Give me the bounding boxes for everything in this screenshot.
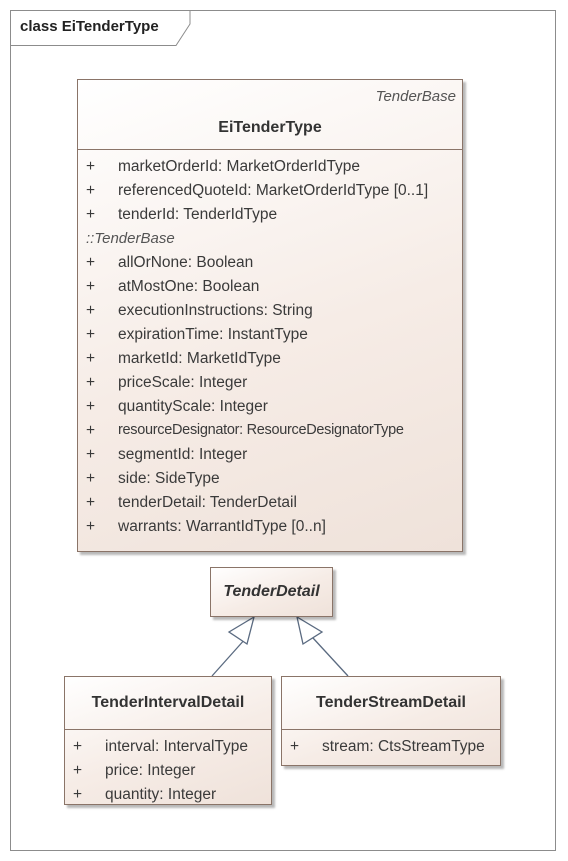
attribute-row[interactable]: + quantityScale: Integer (78, 395, 462, 419)
attribute-row[interactable]: + segmentId: Integer (78, 443, 462, 467)
attribute-row[interactable]: + executionInstructions: String (78, 299, 462, 323)
attribute-row[interactable]: + resourceDesignator: ResourceDesignatorT… (78, 419, 462, 443)
visibility-marker: + (86, 446, 96, 463)
class-header: TenderIntervalDetail (65, 677, 271, 730)
attribute-row[interactable]: + stream: CtsStreamType (282, 735, 500, 759)
attribute-row[interactable]: + marketOrderId: MarketOrderIdType (78, 155, 462, 179)
attribute-text: referencedQuoteId: MarketOrderIdType [0.… (118, 182, 429, 199)
visibility-marker: + (73, 738, 83, 755)
class-name: TenderIntervalDetail (91, 694, 245, 711)
attribute-text: side: SideType (118, 470, 220, 487)
attribute-text: quantity: Integer (105, 786, 217, 803)
attribute-text: stream: CtsStreamType (322, 738, 485, 755)
attribute-text: priceScale: Integer (118, 374, 248, 391)
attribute-row[interactable]: + marketId: MarketIdType (78, 347, 462, 371)
attribute-text: atMostOne: Boolean (118, 278, 260, 295)
diagram-frame (10, 10, 556, 851)
class-tender-interval-detail[interactable]: TenderIntervalDetail + interval: Interval… (64, 676, 272, 805)
class-name: TenderDetail (223, 583, 320, 600)
visibility-marker: + (86, 518, 96, 535)
inherited-section-label: ::TenderBase (86, 230, 175, 247)
visibility-marker: + (86, 350, 96, 367)
generalization-line-stream[interactable] (312, 637, 349, 677)
visibility-marker: + (86, 398, 96, 415)
attribute-row[interactable]: + tenderId: TenderIdType (78, 203, 462, 227)
attribute-row[interactable]: + quantity: Integer (65, 783, 271, 807)
attribute-text: warrants: WarrantIdType [0..n] (118, 518, 326, 535)
attribute-text: resourceDesignator: ResourceDesignatorTy… (118, 422, 404, 438)
attribute-text: quantityScale: Integer (118, 398, 268, 415)
attribute-row[interactable]: + allOrNone: Boolean (78, 251, 462, 275)
visibility-marker: + (73, 786, 83, 803)
class-name: EiTenderType (218, 119, 322, 136)
attribute-text: executionInstructions: String (118, 302, 313, 319)
visibility-marker: + (290, 738, 300, 755)
attribute-row[interactable]: + expirationTime: InstantType (78, 323, 462, 347)
attribute-compartment: + stream: CtsStreamType (282, 730, 500, 759)
attribute-text: tenderDetail: TenderDetail (118, 494, 297, 511)
attribute-text: interval: IntervalType (105, 738, 249, 755)
visibility-marker: + (86, 278, 96, 295)
visibility-marker: + (73, 762, 83, 779)
attribute-text: expirationTime: InstantType (118, 326, 308, 343)
visibility-marker: + (86, 206, 96, 223)
visibility-marker: + (86, 158, 96, 175)
frame-title-tab (10, 10, 200, 46)
visibility-marker: + (86, 470, 96, 487)
class-tender-detail[interactable]: TenderDetail (210, 567, 333, 617)
attribute-row[interactable]: + warrants: WarrantIdType [0..n] (78, 515, 462, 539)
visibility-marker: + (86, 326, 96, 343)
frame-title: class EiTenderType (20, 18, 159, 35)
attribute-row[interactable]: + atMostOne: Boolean (78, 275, 462, 299)
visibility-marker: + (86, 182, 96, 199)
attribute-text: price: Integer (105, 762, 196, 779)
attribute-row[interactable]: + price: Integer (65, 759, 271, 783)
attribute-row[interactable]: + tenderDetail: TenderDetail (78, 491, 462, 515)
attribute-text: marketOrderId: MarketOrderIdType (118, 158, 361, 175)
attribute-row[interactable]: + interval: IntervalType (65, 735, 271, 759)
stereotype-label: TenderBase (375, 88, 456, 105)
attribute-text: segmentId: Integer (118, 446, 248, 463)
class-tender-stream-detail[interactable]: TenderStreamDetail + stream: CtsStreamTyp… (281, 676, 501, 766)
generalization-arrowhead-stream (296, 615, 324, 646)
visibility-marker: + (86, 494, 96, 511)
visibility-marker: + (86, 374, 96, 391)
visibility-marker: + (86, 302, 96, 319)
attribute-text: tenderId: TenderIdType (118, 206, 278, 223)
attribute-text: marketId: MarketIdType (118, 350, 281, 367)
visibility-marker: + (86, 254, 96, 271)
generalization-line-interval[interactable] (211, 637, 247, 677)
visibility-marker: + (86, 422, 96, 439)
class-name: TenderStreamDetail (316, 694, 466, 711)
attribute-compartment: + marketOrderId: MarketOrderIdType + refer… (78, 150, 462, 539)
class-header: TenderBase EiTenderType (78, 80, 462, 150)
class-ei-tender-type[interactable]: TenderBase EiTenderType + marketOrderId: … (77, 79, 463, 552)
attribute-compartment: +interval: IntervalType +price: Integer … (65, 730, 271, 807)
attribute-text: allOrNone: Boolean (118, 254, 254, 271)
attribute-row[interactable]: + side: SideType (78, 467, 462, 491)
class-header: TenderStreamDetail (282, 677, 500, 730)
generalization-arrowhead-interval (227, 615, 256, 646)
attribute-row[interactable]: + priceScale: Integer (78, 371, 462, 395)
attribute-row[interactable]: + referencedQuoteId: MarketOrderIdType [0… (78, 179, 462, 203)
